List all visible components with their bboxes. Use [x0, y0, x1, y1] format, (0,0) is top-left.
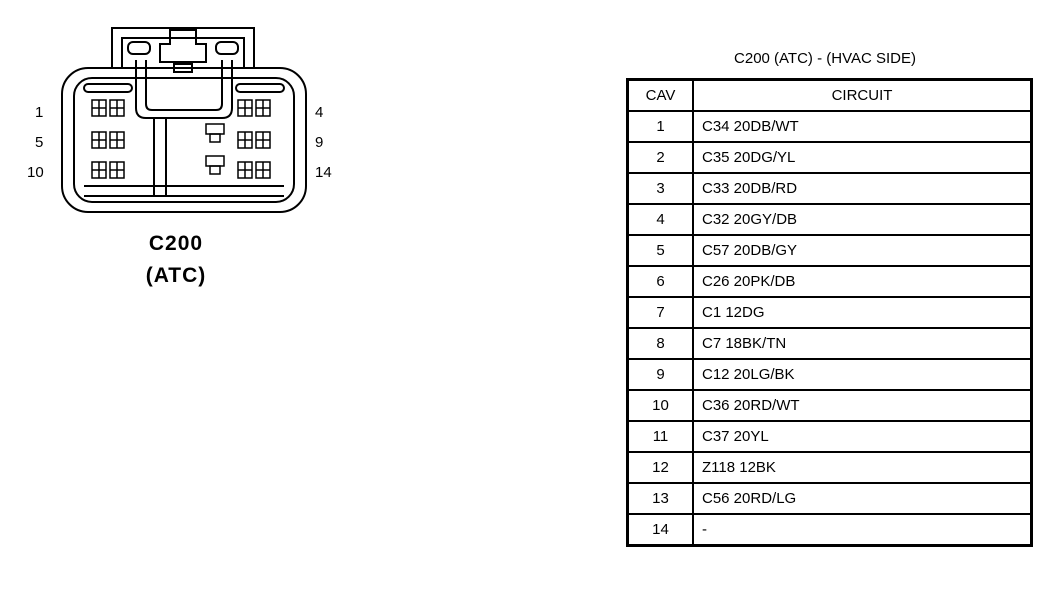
cavity-row-3: [91, 155, 271, 179]
cav-cell: 3: [626, 172, 694, 205]
connector-key-slot-left: [83, 83, 133, 93]
connector-latch: [111, 27, 255, 68]
circuit-cell: C37 20YL: [692, 420, 1033, 453]
header-circuit: CIRCUIT: [692, 78, 1033, 112]
pin-label-5: 5: [35, 134, 44, 151]
circuit-cell: Z118 12BK: [692, 451, 1033, 484]
connector-outer-housing: [61, 67, 307, 213]
cav-cell: 5: [626, 234, 694, 267]
circuit-cell: C35 20DG/YL: [692, 141, 1033, 174]
cav-cell: 11: [626, 420, 694, 453]
circuit-cell: C1 12DG: [692, 296, 1033, 329]
cav-cell: 1: [626, 110, 694, 143]
cav-cell: 14: [626, 513, 694, 547]
cavity-row-1: [91, 99, 271, 117]
cav-cell: 8: [626, 327, 694, 360]
pin-label-4: 4: [315, 104, 324, 121]
circuit-cell: -: [692, 513, 1033, 547]
connector-subtitle: (ATC): [145, 264, 207, 287]
header-cav: CAV: [626, 78, 694, 112]
circuit-cell: C33 20DB/RD: [692, 172, 1033, 205]
circuit-cell: C34 20DB/WT: [692, 110, 1033, 143]
cav-cell: 7: [626, 296, 694, 329]
circuit-cell: C26 20PK/DB: [692, 265, 1033, 298]
pin-label-10: 10: [27, 164, 44, 181]
pin-label-1: 1: [35, 104, 44, 121]
connector-divider: [135, 60, 233, 119]
circuit-cell: C56 20RD/LG: [692, 482, 1033, 515]
circuit-cell: C12 20LG/BK: [692, 358, 1033, 391]
cav-cell: 4: [626, 203, 694, 236]
pin-label-14: 14: [315, 164, 332, 181]
cav-cell: 9: [626, 358, 694, 391]
circuit-cell: C36 20RD/WT: [692, 389, 1033, 422]
cav-cell: 2: [626, 141, 694, 174]
cav-cell: 12: [626, 451, 694, 484]
table-header-row: CAV CIRCUIT: [626, 78, 1033, 112]
table-row: 14-: [626, 513, 1033, 547]
table-title: C200 (ATC) - (HVAC SIDE): [734, 50, 916, 67]
cav-cell: 13: [626, 482, 694, 515]
connector-name: C200: [148, 232, 204, 255]
cav-cell: 10: [626, 389, 694, 422]
cavity-row-2: [91, 123, 271, 149]
circuit-cell: C32 20GY/DB: [692, 203, 1033, 236]
connector-face-drawing: [61, 27, 307, 213]
connector-inner-housing: [73, 77, 295, 203]
circuit-cell: C57 20DB/GY: [692, 234, 1033, 267]
circuit-cell: C7 18BK/TN: [692, 327, 1033, 360]
pin-label-9: 9: [315, 134, 324, 151]
connector-key-slot-right: [235, 83, 285, 93]
cav-cell: 6: [626, 265, 694, 298]
